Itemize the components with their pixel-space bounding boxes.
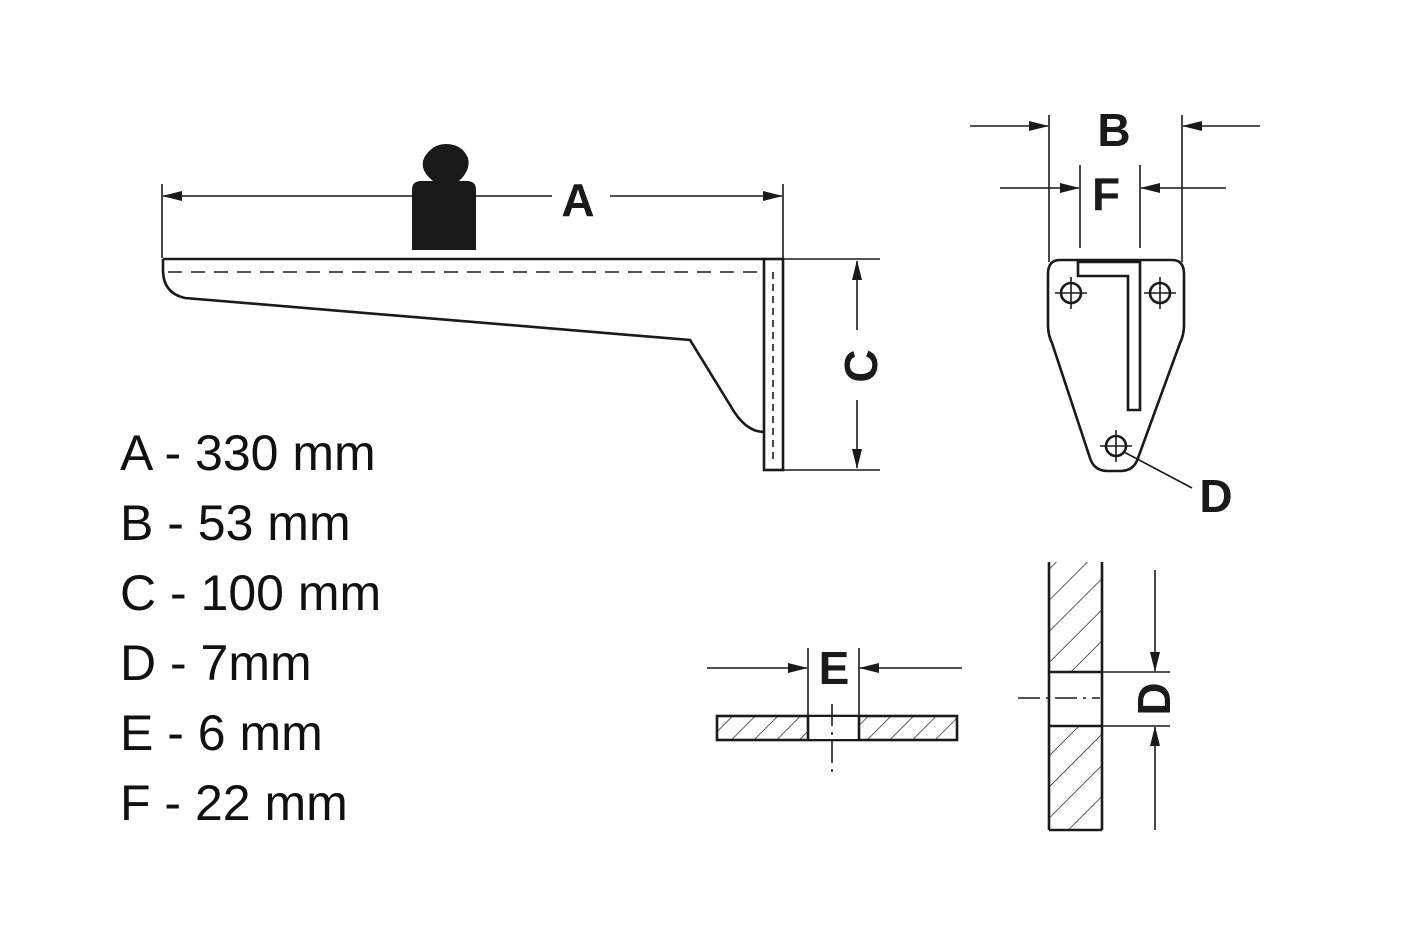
bar-section-outline: [715, 714, 959, 742]
wall-hole-gap: [1050, 672, 1101, 726]
label-b: B: [1097, 104, 1130, 156]
section-e: E: [707, 642, 962, 773]
wall-plate-outline: [1046, 258, 1186, 473]
bracket-wall-plate: [762, 257, 785, 472]
bracket-arm-outline: [161, 259, 765, 434]
label-c: C: [835, 349, 887, 382]
bracket-front-view: B F D: [970, 104, 1260, 522]
screw-hole-top-left-icon: [1055, 277, 1087, 309]
arm-profile: [1076, 260, 1142, 412]
label-a: A: [561, 174, 594, 226]
label-d: D: [1199, 470, 1232, 522]
spec-c: C - 100 mm: [120, 565, 382, 621]
load-weight-icon: [412, 144, 476, 250]
spec-a: A - 330 mm: [120, 425, 376, 481]
dim-d-leader: [1123, 451, 1193, 489]
spec-e: E - 6 mm: [120, 705, 323, 761]
bracket-side-view: A C: [161, 144, 887, 472]
label-d-section: D: [1128, 682, 1180, 715]
label-f: F: [1092, 168, 1120, 220]
label-e: E: [819, 642, 850, 694]
spec-f: F - 22 mm: [120, 775, 348, 831]
bar-hole-gap: [808, 717, 859, 739]
screw-hole-bottom-icon: [1100, 430, 1132, 462]
screw-hole-top-right-icon: [1144, 277, 1176, 309]
spec-b: B - 53 mm: [120, 495, 351, 551]
section-d: D: [1018, 562, 1180, 832]
spec-d: D - 7mm: [120, 635, 312, 691]
